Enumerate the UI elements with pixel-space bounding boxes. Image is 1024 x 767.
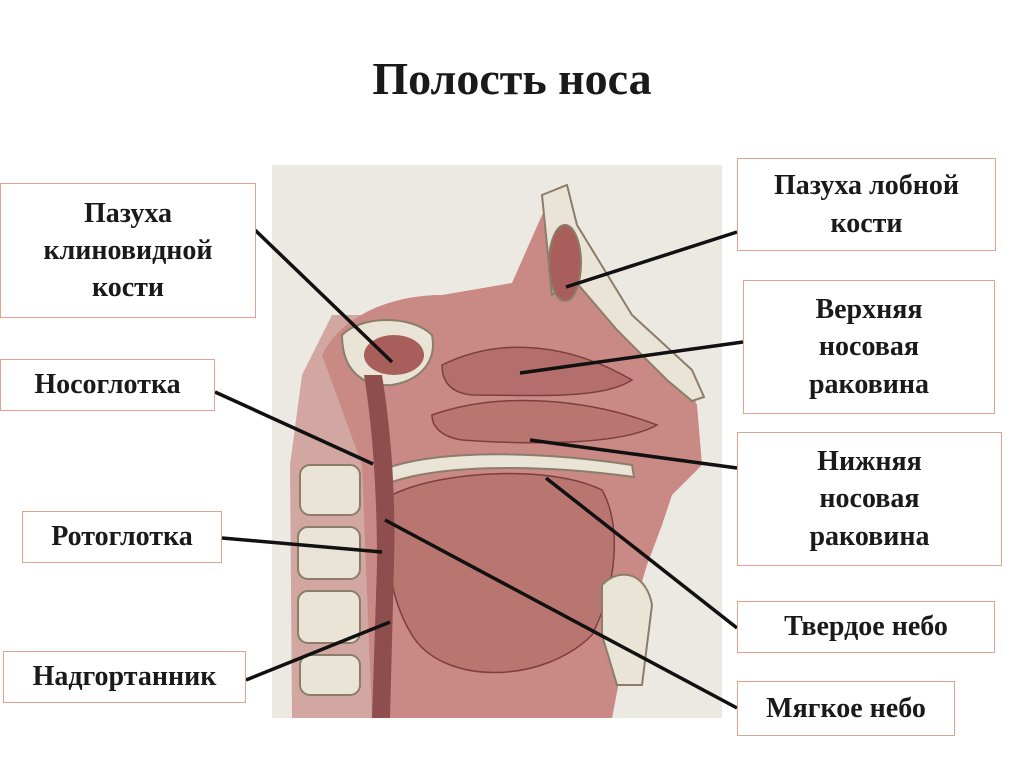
label-superior-concha: Верхняя носовая раковина [743,280,995,414]
label-oropharynx: Ротоглотка [22,511,222,563]
frontal-sinus [548,224,582,302]
label-hard-palate: Твердое небо [737,601,995,653]
middle-concha [431,399,659,444]
page-title: Полость носа [372,53,652,104]
label-sphenoid-sinus: Пазуха клиновидной кости [0,183,256,318]
nasal-cavity-illustration [272,165,722,718]
sphenoid-sinus [364,335,424,375]
label-epiglottis: Надгортанник [3,651,246,703]
label-frontal-sinus: Пазуха лобной кости [737,158,996,251]
label-soft-palate: Мягкое небо [737,681,955,736]
tongue [386,472,616,674]
label-nasopharynx: Носоглотка [0,359,215,411]
label-inferior-concha: Нижняя носовая раковина [737,432,1002,566]
